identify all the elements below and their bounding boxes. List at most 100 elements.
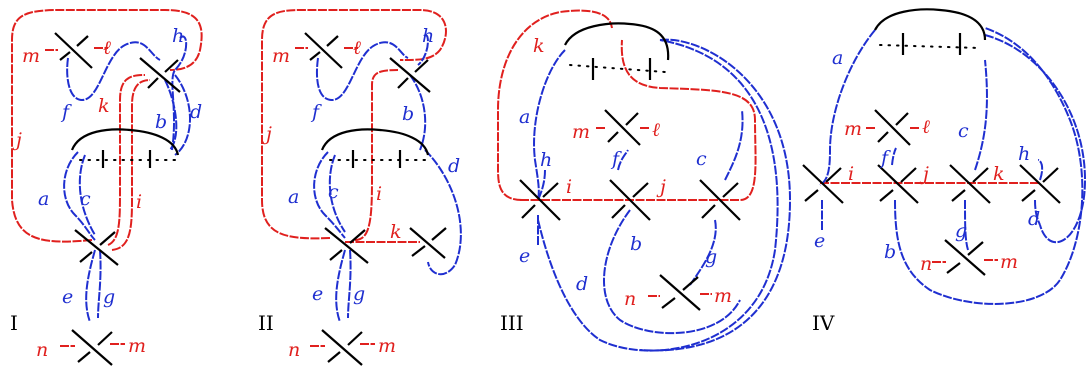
strand-g (347, 249, 352, 319)
label-ell: ℓ (103, 37, 111, 59)
label-h: h (540, 149, 552, 171)
label-h: h (172, 25, 184, 47)
strand-h (1037, 159, 1044, 181)
label-m-bottom: m (1000, 251, 1018, 273)
strand-i (111, 79, 151, 251)
strand-a (819, 29, 876, 186)
label-ell: ℓ (922, 116, 930, 138)
label-b: b (630, 233, 642, 255)
label-h: h (1018, 143, 1030, 165)
strand-i (354, 69, 399, 241)
label-n: n (624, 288, 636, 310)
panel-I: I m ℓ h f k b d j a c i e g n m (10, 9, 203, 366)
label-n: n (920, 253, 932, 275)
label-ell: ℓ (652, 119, 660, 141)
strand-d (537, 39, 779, 352)
strand-c (328, 154, 346, 233)
label-i: i (566, 176, 572, 198)
label-n: n (36, 339, 48, 361)
label-a: a (519, 106, 530, 128)
strand-d (1034, 199, 1041, 226)
strand-f (617, 149, 629, 171)
strand-b (603, 209, 741, 335)
label-m-top: m (22, 45, 40, 67)
label-d: d (448, 155, 460, 177)
label-j: j (262, 123, 272, 145)
strand-j (261, 9, 447, 240)
strand-b (409, 74, 427, 151)
label-i: i (136, 191, 142, 213)
strand-outer (984, 34, 1087, 244)
label-d: d (190, 101, 202, 123)
label-h: h (422, 25, 434, 47)
strand-f (891, 147, 897, 166)
strand-c (974, 59, 988, 171)
strand-k (107, 74, 146, 246)
label-j: j (12, 129, 22, 151)
label-a: a (832, 47, 843, 69)
label-j: j (919, 163, 929, 185)
label-b: b (402, 103, 414, 125)
label-g: g (955, 220, 967, 242)
strand-c (724, 109, 744, 181)
label-g: g (103, 286, 115, 308)
strand-d (424, 149, 462, 276)
label-m-top: m (844, 118, 862, 140)
label-f: f (60, 101, 72, 123)
strand-k (497, 9, 613, 201)
label-e: e (814, 230, 825, 252)
label-m-bottom: m (714, 285, 732, 307)
label-d: d (576, 273, 588, 295)
label-c: c (80, 188, 91, 210)
strand-a (63, 151, 96, 241)
label-e: e (312, 283, 323, 305)
label-c: c (958, 120, 969, 142)
panel-IV: IV a m ℓ c f i j h k e g d b n m (802, 8, 1087, 335)
label-m-bottom: m (128, 335, 146, 357)
label-j: j (656, 176, 666, 198)
label-f: f (879, 147, 891, 169)
strand-f (315, 41, 409, 102)
label-k: k (98, 95, 110, 117)
label-m-top: m (272, 45, 290, 67)
label-e: e (519, 245, 530, 267)
strand-e (335, 249, 346, 323)
label-k: k (533, 35, 545, 57)
strand-b (894, 27, 1084, 305)
strand-j (11, 9, 203, 243)
strand-a (313, 151, 346, 239)
strand-g (97, 249, 102, 319)
panel-II: II m ℓ h f b j d a c i k e g n m (258, 9, 462, 366)
strand-g (964, 199, 969, 251)
strand-c (78, 154, 96, 236)
label-k: k (390, 221, 402, 243)
black-arc (70, 128, 180, 156)
label-g: g (705, 246, 717, 268)
label-a: a (288, 186, 299, 208)
strand-f (66, 41, 161, 102)
label-d: d (1028, 208, 1040, 230)
panel-label-IV: IV (812, 311, 835, 335)
label-i: i (376, 183, 382, 205)
strand-outer (639, 38, 792, 352)
panel-label-II: II (258, 311, 274, 335)
panel-label-I: I (10, 311, 18, 335)
strand-h (171, 35, 188, 151)
label-c: c (696, 148, 707, 170)
label-b: b (884, 241, 896, 263)
label-m-bottom: m (378, 335, 396, 357)
label-e: e (62, 286, 73, 308)
label-ell: ℓ (353, 37, 361, 59)
label-f: f (610, 148, 622, 170)
label-g: g (353, 283, 365, 305)
label-k: k (993, 163, 1005, 185)
panel-label-III: III (500, 311, 524, 335)
label-a: a (38, 188, 49, 210)
strand-a (533, 49, 566, 201)
strand-h (417, 34, 429, 66)
label-c: c (328, 181, 339, 203)
label-f: f (310, 101, 322, 123)
panel-III: III k a m ℓ h i f j c e b g d n m (497, 9, 792, 352)
label-n: n (288, 339, 300, 361)
